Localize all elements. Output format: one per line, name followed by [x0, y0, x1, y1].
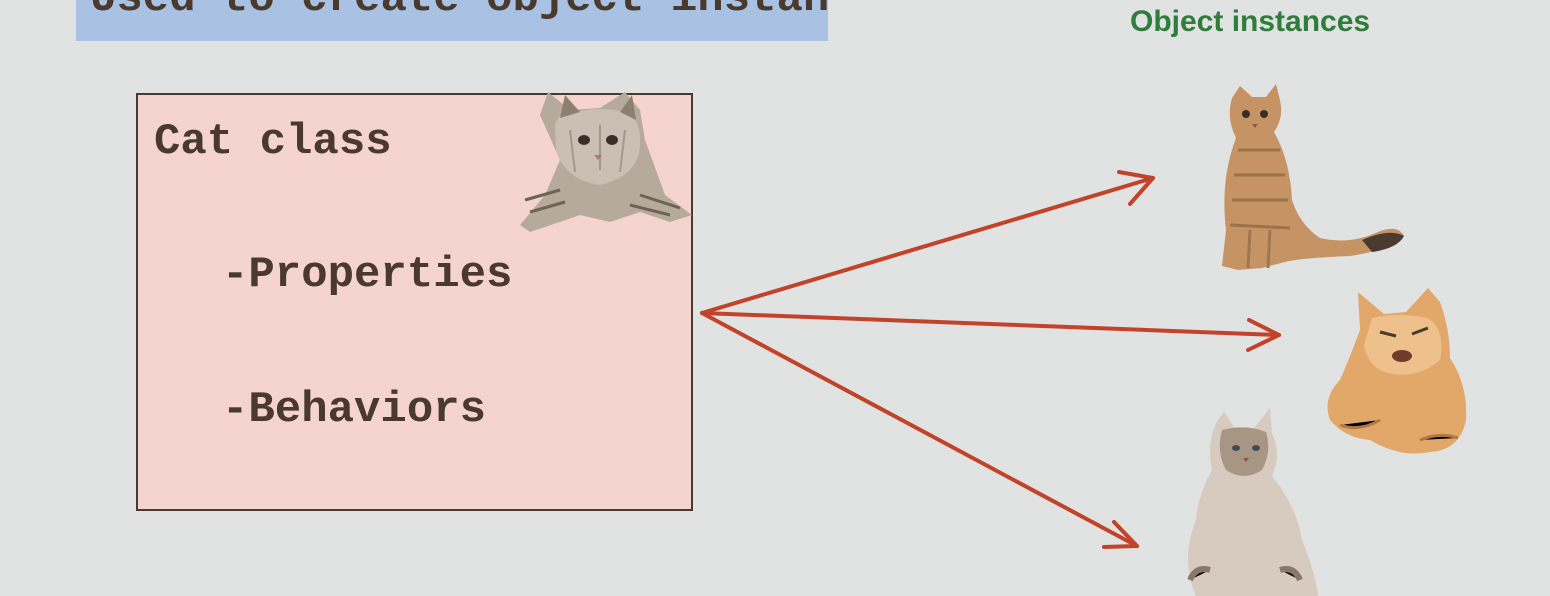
banner-text: Used to create object instances [90, 0, 828, 24]
arrowhead-ragdoll [1102, 520, 1139, 549]
arrow-to-ragdoll [700, 311, 1139, 548]
ragdoll-cat-icon [1187, 408, 1318, 596]
instance-arrows [700, 170, 1281, 549]
arrow-to-orange [700, 311, 1281, 337]
instances-title: Object instances [1130, 5, 1371, 38]
slide-banner: Used to create object instances [76, 0, 828, 41]
arrow-to-tabby [700, 176, 1155, 315]
class-behaviors-label: -Behaviors [222, 385, 487, 435]
arrowhead-orange [1246, 318, 1281, 352]
tabby-cat-icon [1222, 84, 1404, 270]
class-title: Cat class [154, 117, 392, 167]
orange-cat-icon [1327, 288, 1467, 454]
class-properties-label: -Properties [222, 250, 513, 300]
arrowhead-tabby [1117, 170, 1155, 206]
kitten-icon [520, 92, 692, 232]
